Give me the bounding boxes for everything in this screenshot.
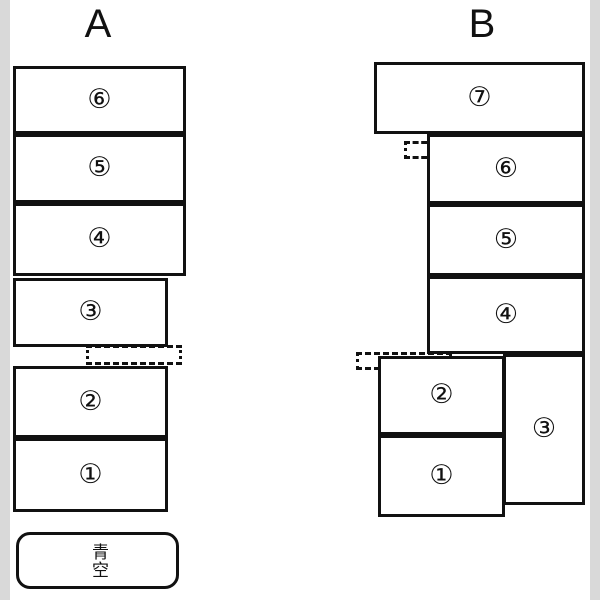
unit-b3-label: ③ (531, 413, 557, 444)
unit-b2-label: ② (429, 379, 454, 410)
unit-a5[interactable]: ⑤ (13, 134, 186, 203)
unit-a1[interactable]: ① (13, 438, 168, 512)
unit-b6-label: ⑥ (493, 152, 519, 184)
unit-b7[interactable]: ⑦ (374, 62, 585, 134)
sky-plate-a[interactable]: 青空 (16, 532, 179, 589)
unit-a3-label: ③ (78, 296, 103, 327)
unit-a2-label: ② (78, 385, 103, 417)
column-label-b: B (468, 2, 496, 46)
unit-b5-label: ⑤ (493, 223, 519, 255)
right-gutter (590, 0, 600, 600)
unit-a6[interactable]: ⑥ (13, 66, 186, 134)
unit-b5[interactable]: ⑤ (427, 204, 585, 276)
unit-a2[interactable]: ② (13, 366, 168, 438)
unit-b2[interactable]: ② (378, 356, 505, 435)
column-label-a: A (84, 2, 112, 46)
unit-a3[interactable]: ③ (13, 278, 168, 347)
sky-plate-label: 青空 (88, 542, 108, 579)
left-gutter (0, 0, 10, 600)
unit-b1[interactable]: ① (378, 435, 505, 517)
unit-a4-label: ④ (87, 223, 112, 254)
unit-b4[interactable]: ④ (427, 276, 585, 354)
unit-a4[interactable]: ④ (13, 203, 186, 276)
unit-b6[interactable]: ⑥ (427, 134, 585, 204)
unit-b1-label: ① (429, 459, 454, 491)
unit-a1-label: ① (78, 458, 103, 490)
unit-b3[interactable]: ③ (503, 354, 585, 505)
boundary-marker-a (86, 345, 182, 365)
unit-b4-label: ④ (493, 298, 519, 330)
unit-a6-label: ⑥ (87, 83, 112, 115)
unit-a5-label: ⑤ (87, 152, 112, 183)
unit-b7-label: ⑦ (467, 81, 492, 113)
